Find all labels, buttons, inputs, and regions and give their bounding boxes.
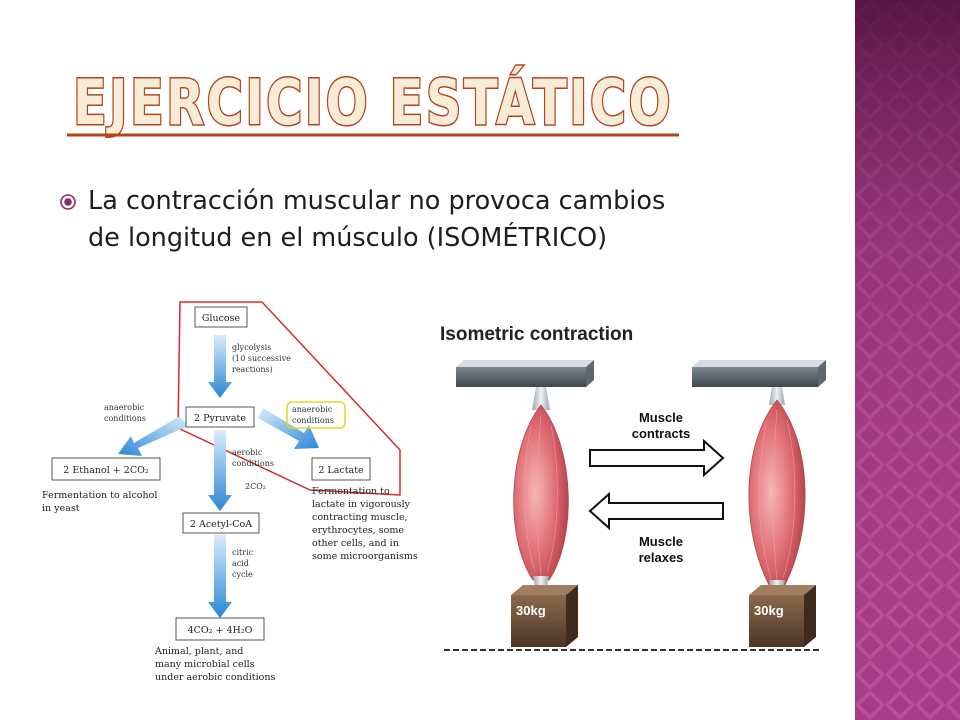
co2-label: 2CO₂ bbox=[245, 482, 266, 491]
left-bar bbox=[456, 367, 586, 387]
annotation-labels: glycolysis (10 successive reactions) ana… bbox=[104, 343, 334, 579]
glucose-box bbox=[194, 306, 248, 328]
left-bar-top bbox=[456, 360, 594, 367]
left-weight-label: 30kg bbox=[516, 603, 546, 618]
right-muscle-assembly: 30kg bbox=[692, 360, 826, 647]
anaerobic-right-highlight bbox=[286, 401, 346, 429]
relaxes-line-1: Muscle bbox=[639, 534, 683, 549]
isometric-contraction-figure: Isometric contraction 30kg bbox=[440, 324, 826, 651]
arrow-pyruvate-ethanol bbox=[118, 416, 188, 456]
left-weight-top bbox=[511, 585, 578, 595]
glucose-label: Glucose bbox=[202, 313, 241, 324]
final-note-1: Animal, plant, and bbox=[154, 646, 243, 657]
right-weight bbox=[749, 595, 804, 647]
acetyl-box bbox=[182, 512, 260, 534]
arrow-pyruvate-acetyl bbox=[208, 430, 232, 511]
lactate-note-1: Fermentation to bbox=[312, 486, 390, 497]
anaerobic-right-line-2: conditions bbox=[292, 416, 334, 425]
pathway-notes: Fermentation to alcohol in yeast Ferment… bbox=[42, 486, 418, 683]
contracts-line-2: contracts bbox=[632, 426, 691, 441]
citric-line-1: citric bbox=[232, 548, 254, 557]
lactate-label: 2 Lactate bbox=[318, 465, 364, 476]
acetyl-label: 2 Acetyl-CoA bbox=[190, 519, 252, 530]
glycolysis-line-1: glycolysis bbox=[232, 343, 271, 352]
lactate-note-6: some microorganisms bbox=[312, 551, 418, 562]
final-label: 4CO₂ + 4H₂O bbox=[188, 625, 253, 636]
anaerobic-right-line-1: anaerobic bbox=[292, 405, 333, 414]
left-bar-side bbox=[586, 360, 594, 387]
lactate-note-2: lactate in vigorously bbox=[312, 499, 411, 510]
right-bar bbox=[692, 367, 818, 387]
right-weight-side bbox=[804, 585, 816, 647]
right-weight-label: 30kg bbox=[754, 603, 784, 618]
pyruvate-box bbox=[185, 406, 255, 428]
arrow-acetyl-final bbox=[208, 535, 232, 618]
lactate-box bbox=[311, 457, 371, 481]
ethanol-note-2: in yeast bbox=[42, 503, 80, 514]
slide-title: Ejercicio estático bbox=[67, 65, 679, 141]
lactate-note-3: contracting muscle, bbox=[312, 512, 408, 523]
left-muscle-assembly: 30kg bbox=[456, 360, 594, 647]
final-note-3: under aerobic conditions bbox=[155, 672, 275, 683]
pyruvate-label: 2 Pyruvate bbox=[194, 413, 246, 424]
slide-title-text: Ejercicio estático bbox=[73, 66, 673, 139]
right-bar-side bbox=[818, 360, 826, 387]
relaxes-line-2: relaxes bbox=[639, 550, 684, 565]
left-arrow-icon bbox=[588, 491, 724, 531]
citric-line-2: acid bbox=[232, 559, 249, 568]
lactate-note-4: erythrocytes, some bbox=[312, 525, 404, 536]
left-weight-side bbox=[566, 585, 578, 647]
contracts-line-1: Muscle bbox=[639, 410, 683, 425]
bullet-line-2: de longitud en el músculo (ISOMÉTRICO) bbox=[88, 223, 608, 253]
citric-line-3: cycle bbox=[232, 570, 253, 579]
left-muscle bbox=[513, 404, 569, 581]
right-bar-top bbox=[692, 360, 826, 367]
flow-arrows bbox=[118, 335, 319, 618]
arrow-glucose-pyruvate bbox=[208, 335, 232, 398]
circle-bullet-icon bbox=[60, 194, 76, 210]
aerobic-line-2: conditions bbox=[232, 459, 274, 468]
lactate-note-5: other cells, and in bbox=[312, 538, 399, 549]
metabolism-diagram: Glucose 2 Pyruvate 2 Ethanol + 2CO₂ 2 La… bbox=[42, 301, 418, 683]
ethanol-box bbox=[51, 457, 161, 481]
right-weight-top bbox=[749, 585, 816, 595]
arrow-pyruvate-lactate bbox=[258, 408, 319, 449]
compound-boxes: Glucose 2 Pyruvate 2 Ethanol + 2CO₂ 2 La… bbox=[51, 306, 371, 641]
aerobic-line-1: aerobic bbox=[232, 448, 263, 457]
isometric-title: Isometric contraction bbox=[440, 324, 633, 345]
left-upper-tendon bbox=[532, 387, 550, 410]
bullet-text: La contracción muscular no provoca cambi… bbox=[88, 183, 828, 257]
final-note-2: many microbial cells bbox=[155, 659, 255, 670]
final-box bbox=[175, 617, 265, 641]
anaerobic-left-line-2: conditions bbox=[104, 414, 146, 423]
right-arrow-icon bbox=[589, 438, 725, 478]
state-arrows: Muscle contracts Muscle relaxes bbox=[588, 410, 725, 565]
right-muscle bbox=[748, 399, 806, 586]
glycolysis-line-3: reactions) bbox=[232, 365, 273, 374]
right-upper-tendon bbox=[769, 387, 785, 405]
glycolysis-line-2: (10 successive bbox=[232, 354, 291, 363]
ethanol-label: 2 Ethanol + 2CO₂ bbox=[63, 465, 149, 476]
left-weight bbox=[511, 595, 566, 647]
ethanol-note-1: Fermentation to alcohol bbox=[42, 490, 157, 501]
decorative-sidebar bbox=[855, 0, 960, 720]
anaerobic-left-line-1: anaerobic bbox=[104, 403, 145, 412]
bullet-line-1: La contracción muscular no provoca cambi… bbox=[88, 186, 666, 216]
